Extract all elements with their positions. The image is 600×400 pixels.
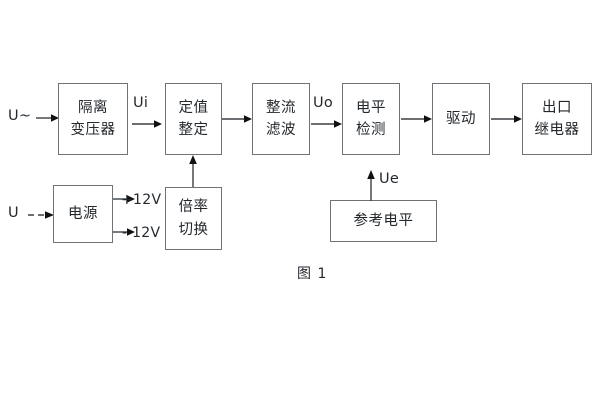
block-rectify-filter-line1: 整流: [266, 99, 296, 116]
signal-label-ui: Ui: [133, 95, 149, 111]
block-level-detection-line2: 检测: [356, 122, 386, 138]
block-drive[interactable]: 驱动: [432, 83, 490, 155]
arrow-drive-to-output-relay: [491, 113, 522, 125]
arrow-isolation-transformer-to-setting-value: [132, 118, 162, 130]
arrow-power-supply-negative-rail: [113, 226, 135, 238]
signal-label-ue: Ue: [379, 171, 400, 187]
arrow-reference-level-to-level-detection: [365, 170, 377, 201]
block-isolation-transformer-line1: 隔离: [78, 99, 108, 116]
block-drive-line1: 驱动: [446, 110, 476, 127]
signal-label-uo: Uo: [313, 95, 334, 111]
block-multiplier-switch-line2: 切换: [178, 221, 209, 238]
arrow-multiplier-switch-to-setting-value: [187, 155, 199, 187]
block-rectify-filter-line2: 滤波: [266, 122, 296, 138]
block-reference-level-line1: 参考电平: [353, 212, 414, 229]
arrow-dc-source-to-power-supply: [28, 209, 54, 221]
arrow-rectify-filter-to-level-detection: [311, 118, 342, 130]
block-reference-level[interactable]: 参考电平: [330, 200, 437, 242]
block-power-supply[interactable]: 电源: [53, 185, 113, 243]
block-rectify-filter[interactable]: 整流 滤波: [252, 83, 310, 155]
block-multiplier-switch-line1: 倍率: [178, 199, 209, 216]
arrow-power-supply-positive-rail: [113, 193, 135, 205]
block-level-detection[interactable]: 电平 检测: [342, 83, 400, 155]
figure-caption: 图 1: [297, 266, 328, 282]
arrow-ac-source-to-isolation-transformer: [36, 112, 60, 124]
input-label-dc-source: U: [8, 205, 19, 221]
arrow-setting-value-to-rectify-filter: [222, 113, 252, 125]
block-output-relay-line1: 出口: [542, 99, 572, 116]
block-level-detection-line1: 电平: [356, 99, 386, 116]
block-multiplier-switch[interactable]: 倍率 切换: [165, 187, 222, 250]
block-setting-value-line2: 整定: [178, 122, 209, 138]
arrow-level-detection-to-drive: [401, 113, 432, 125]
signal-label-negative-12v: - 12V: [122, 225, 161, 241]
block-setting-value-line1: 定值: [178, 99, 209, 116]
block-isolation-transformer-line2: 变压器: [70, 122, 116, 138]
block-output-relay[interactable]: 出口 继电器: [522, 83, 592, 155]
input-label-ac-source: U~: [8, 108, 32, 124]
block-output-relay-line2: 继电器: [534, 122, 580, 138]
signal-label-positive-12v: +12V: [121, 192, 162, 208]
block-power-supply-line1: 电源: [68, 205, 98, 222]
block-setting-value[interactable]: 定值 整定: [165, 83, 222, 155]
block-isolation-transformer[interactable]: 隔离 变压器: [58, 83, 128, 155]
